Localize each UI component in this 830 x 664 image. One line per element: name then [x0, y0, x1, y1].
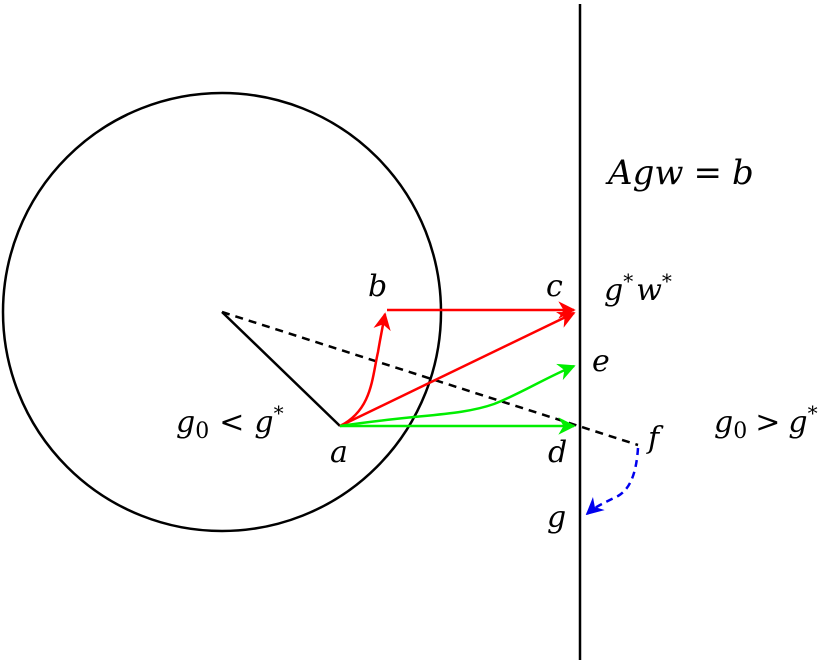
label-e: e — [592, 344, 610, 379]
green-arrow-a-to-e — [339, 363, 576, 428]
constraint-label: Agw=b — [605, 153, 754, 193]
label-f: f — [646, 421, 664, 456]
left-region-label: g0<g* — [176, 401, 284, 444]
radius-line — [221, 311, 341, 427]
label-g: g — [547, 500, 566, 535]
optimum-label: g*w* — [604, 269, 672, 308]
right-region-label: g0>g* — [714, 401, 818, 444]
dashed-line-to-f — [221, 310, 639, 447]
red-arrow-a-to-b — [339, 312, 391, 428]
label-a: a — [330, 435, 348, 470]
red-arrow-a-to-c — [339, 311, 576, 428]
feasible-circle — [1, 91, 443, 533]
blue-dashed-arrow-f-to-g — [585, 447, 640, 516]
label-d: d — [548, 435, 567, 470]
label-b: b — [368, 269, 387, 304]
label-c: c — [546, 269, 563, 304]
